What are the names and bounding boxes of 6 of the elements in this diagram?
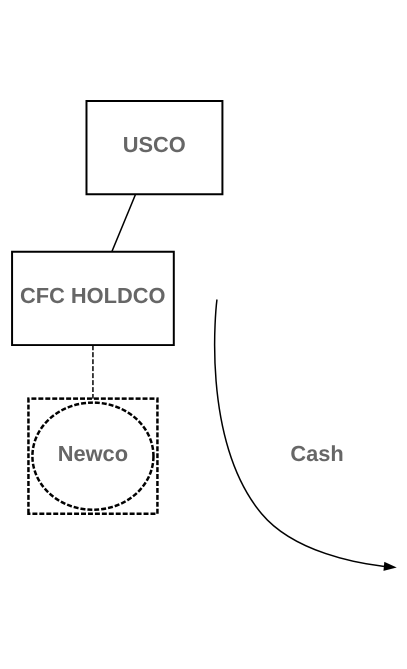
node-ellipse: Newco <box>31 401 155 511</box>
connector <box>92 345 94 399</box>
node-box: USCO <box>86 100 224 196</box>
label: Cash <box>290 440 344 466</box>
connector <box>111 194 136 252</box>
node-box: CFC HOLDCO <box>11 250 175 346</box>
